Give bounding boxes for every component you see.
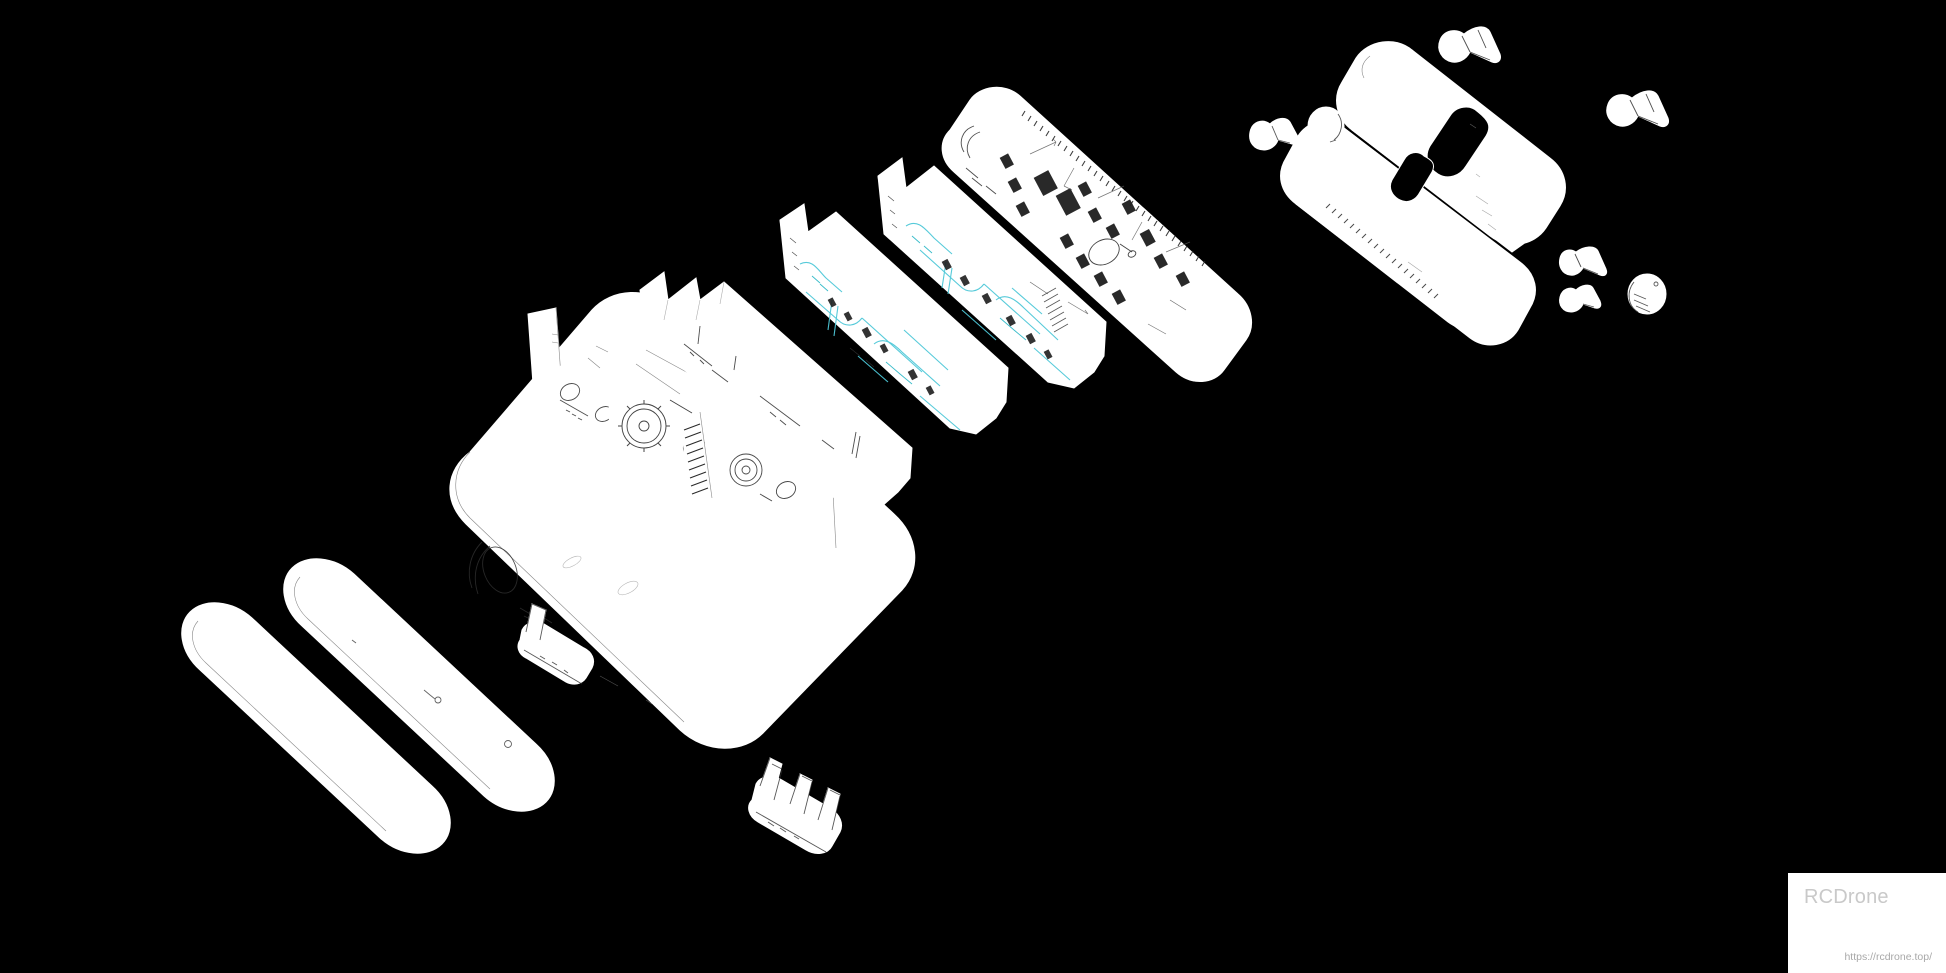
part-mount-arm-bracket: [1280, 120, 1536, 346]
part-lower-shell-panel: [283, 558, 555, 812]
part-ribbon-flex-connector: [679, 411, 713, 507]
part-top-housing-cover: [1336, 41, 1566, 253]
part-component-pcb-top: [941, 86, 1253, 382]
part-inner-chassis-frame: [639, 271, 913, 509]
part-main-pcb-upper: [877, 157, 1107, 389]
part-connector-bracket-3pin: [748, 757, 843, 854]
part-bottom-cover-panel: [181, 602, 451, 854]
part-standoff-round-a: [1307, 106, 1345, 146]
part-main-pcb-lower: [779, 203, 1009, 435]
part-standoff-extra: [1559, 284, 1602, 313]
part-screw-top-right: [1606, 90, 1669, 127]
part-screw-top-left: [1438, 26, 1501, 63]
watermark-url: https://rcdrone.top/: [1844, 951, 1932, 963]
part-standoff-small: [1249, 117, 1300, 151]
part-side-mount-bracket: [517, 603, 595, 685]
part-screw-lower-right: [1559, 246, 1608, 277]
part-standoff-round-b: [1627, 273, 1667, 315]
watermark-card: RCDrone https://rcdrone.top/: [1788, 873, 1946, 973]
watermark-brand: RCDrone: [1804, 886, 1889, 908]
